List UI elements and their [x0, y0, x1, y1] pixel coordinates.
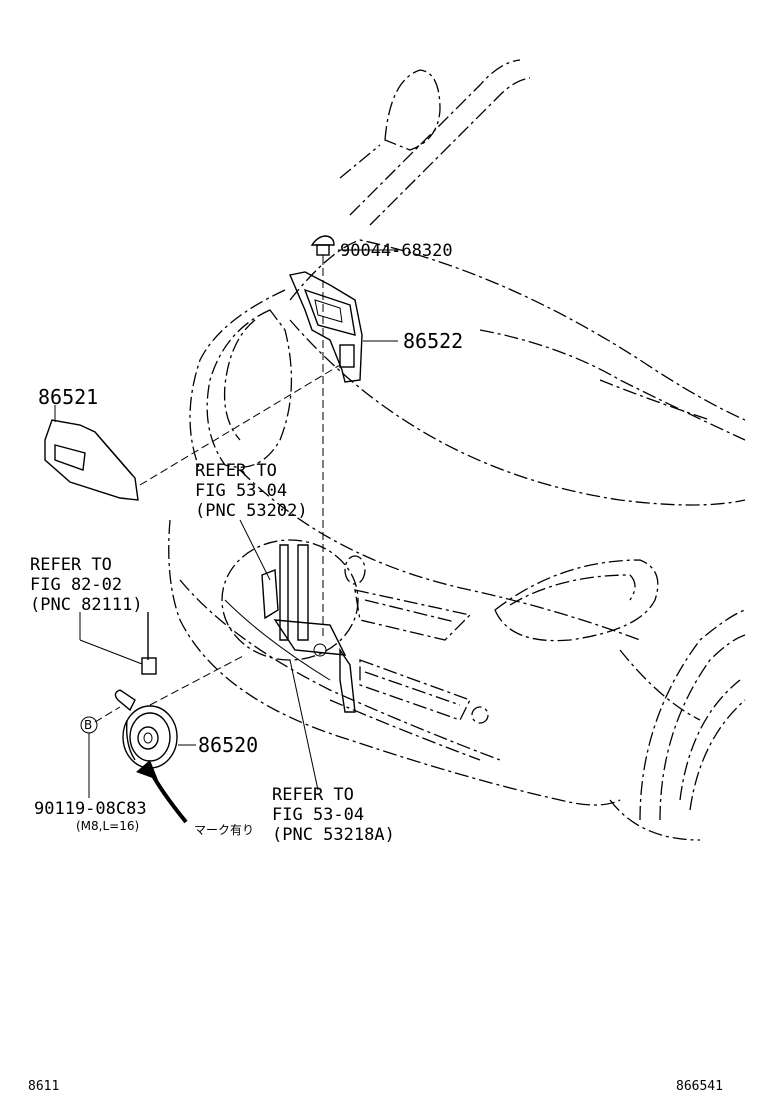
- footer-left-code: 8611: [28, 1079, 59, 1094]
- vehicle-outline: [168, 59, 746, 841]
- detail-circle: [221, 539, 359, 713]
- clip-part: [310, 235, 398, 265]
- reference-line1: REFER TO: [272, 785, 354, 805]
- reference-82111: REFER TO FIG 82-02 (PNC 82111): [30, 555, 143, 615]
- part-number-horn: 86520: [198, 733, 258, 757]
- reference-line2: FIG 82-02: [30, 575, 122, 595]
- footer-right-code: 866541: [676, 1079, 723, 1094]
- bracket-side-part: [44, 364, 341, 501]
- part-number-bracket-upper: 86522: [403, 329, 463, 353]
- reference-line1: REFER TO: [195, 461, 277, 481]
- reference-line2: FIG 53-04: [195, 481, 287, 501]
- bolt-spec: (M8,L=16): [76, 819, 139, 833]
- part-number-bracket-side: 86521: [38, 385, 98, 409]
- reference-53202: REFER TO FIG 53-04 (PNC 53202): [195, 461, 308, 521]
- connector-part: [79, 612, 157, 675]
- bracket-upper-part: [289, 268, 398, 640]
- reference-line1: REFER TO: [30, 555, 112, 575]
- part-number-clip: 90044-68320: [340, 241, 453, 261]
- bolt-marker: [80, 716, 98, 798]
- reference-line3: (PNC 53202): [195, 501, 308, 521]
- reference-53218a: REFER TO FIG 53-04 (PNC 53218A): [272, 785, 395, 845]
- mark-arrow: [136, 760, 188, 824]
- bolt-marker-label: B: [84, 718, 92, 732]
- reference-line2: FIG 53-04: [272, 805, 364, 825]
- reference-line3: (PNC 82111): [30, 595, 143, 615]
- reference-line3: (PNC 53218A): [272, 825, 395, 845]
- part-number-bolt: 90119-08C83: [34, 799, 147, 819]
- mark-note: マーク有り: [194, 823, 254, 837]
